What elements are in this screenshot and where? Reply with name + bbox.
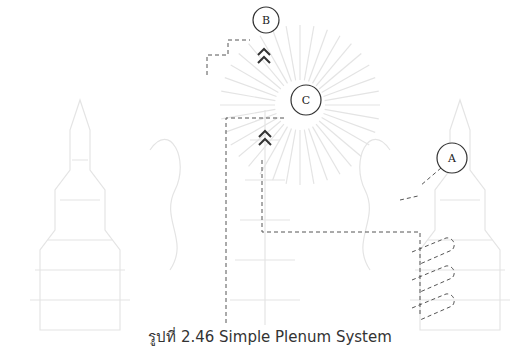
duct-lines [207,40,454,330]
circle-letter: C [302,95,310,106]
emblem-watermark [30,25,510,330]
airflow-arrows [258,49,271,145]
figure-caption: รูปที่ 2.46 Simple Plenum System [145,325,395,349]
circle-letter: B [262,15,270,26]
circle-node: B [252,6,280,34]
circle-node: A [436,142,468,174]
circle-node: C [290,84,322,116]
circle-letter: A [448,153,456,164]
